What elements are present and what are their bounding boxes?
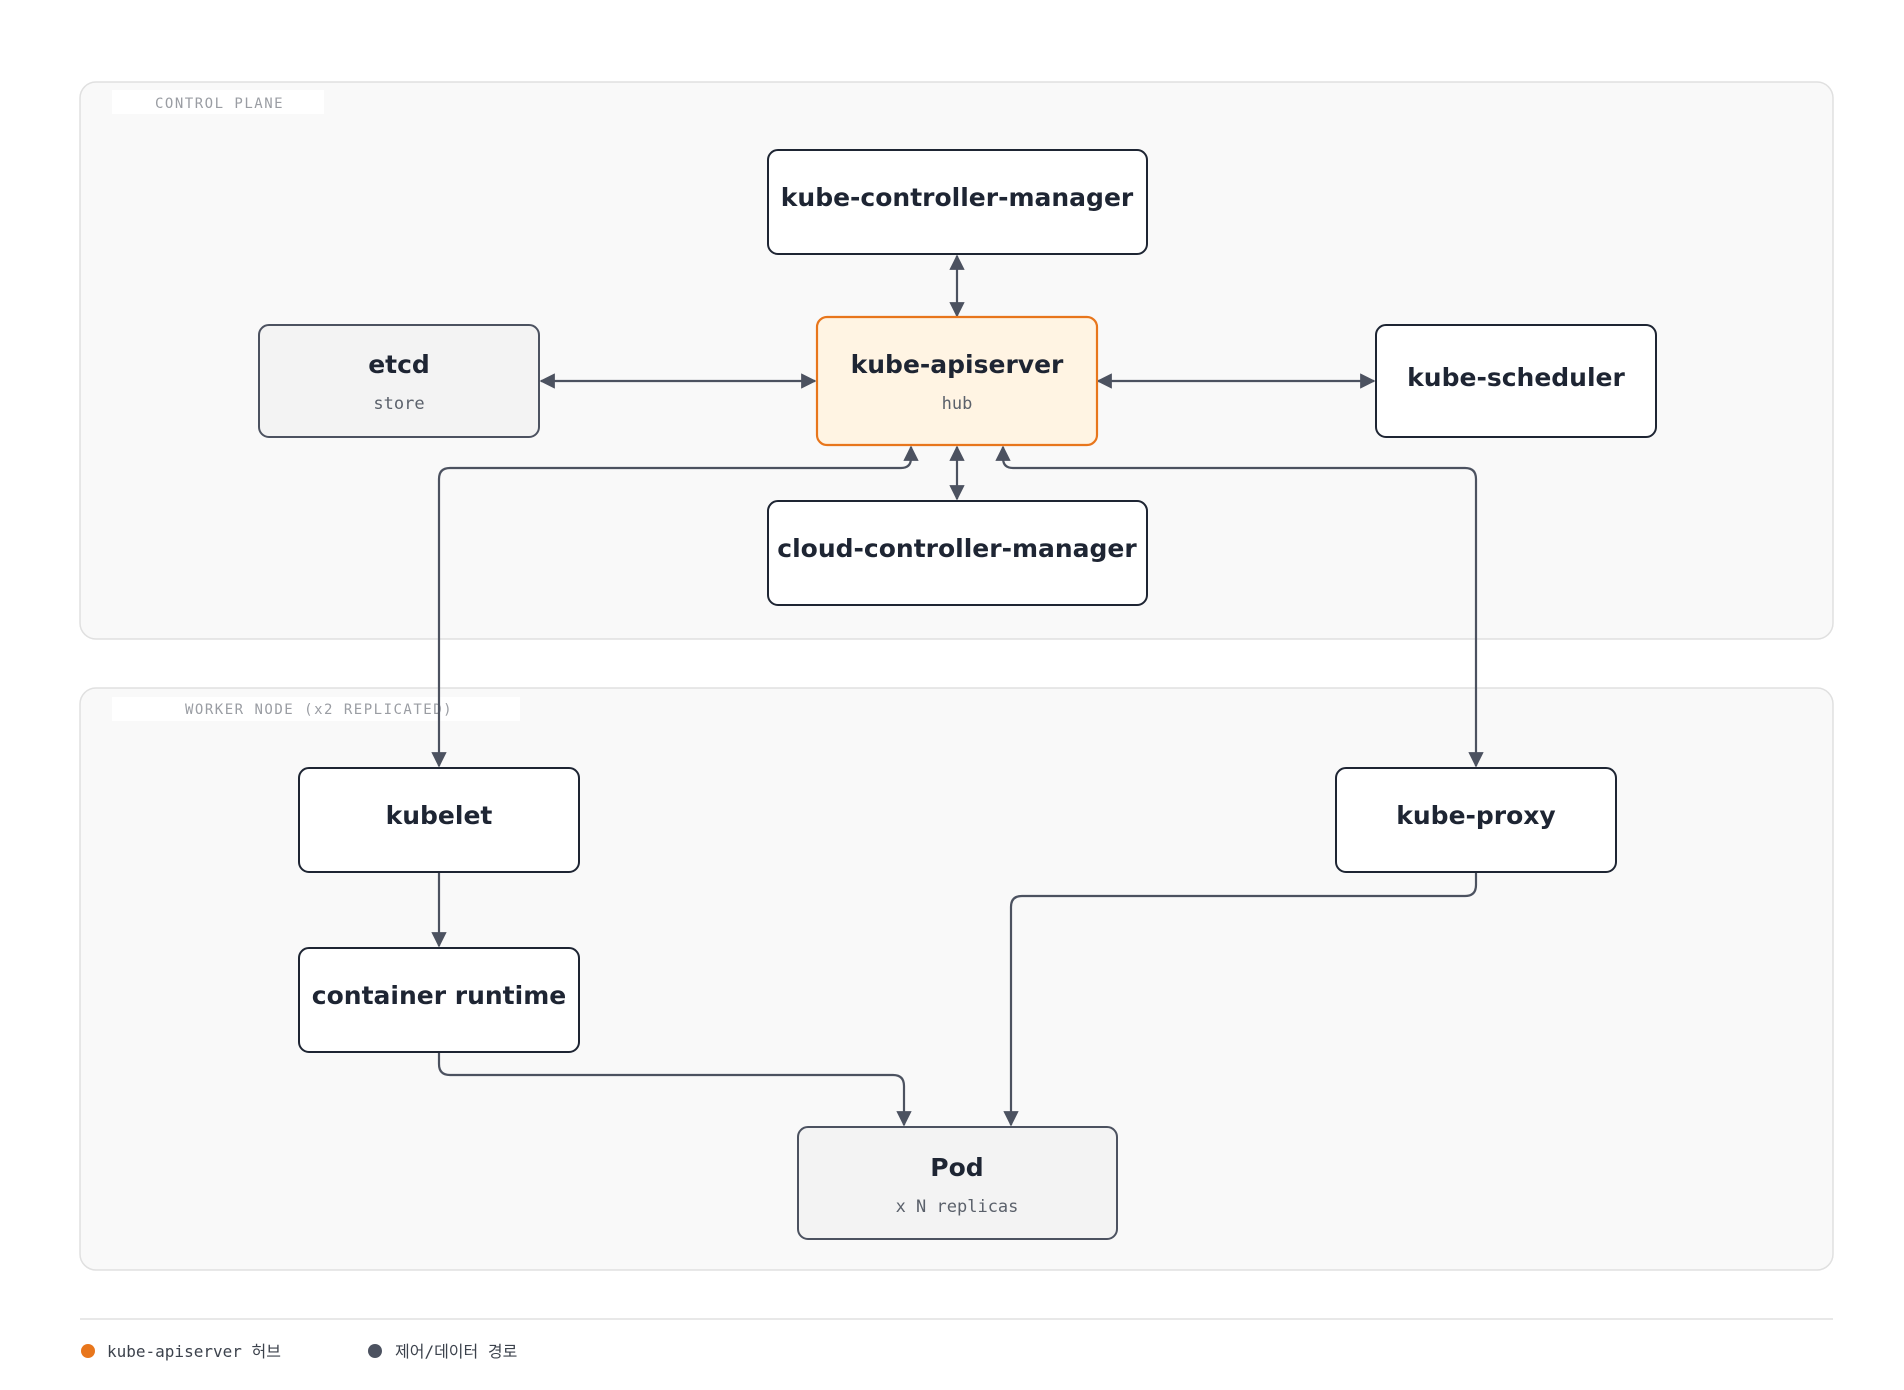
node-subtitle: store bbox=[373, 394, 424, 414]
node-subtitle: x N replicas bbox=[896, 1197, 1019, 1217]
node-kube-proxy[interactable]: kube-proxy bbox=[1335, 767, 1617, 873]
hub-legend-label: kube-apiserver 허브 bbox=[107, 1342, 281, 1361]
node-title: Pod bbox=[930, 1153, 983, 1182]
node-title: etcd bbox=[368, 350, 430, 379]
edge-apiserver-kube-proxy bbox=[995, 445, 1484, 768]
edges bbox=[431, 254, 1484, 1127]
path-legend-dot bbox=[368, 1344, 382, 1358]
node-kube-controller-manager[interactable]: kube-controller-manager bbox=[767, 149, 1148, 255]
node-title: kube-scheduler bbox=[1407, 363, 1625, 392]
node-container-runtime[interactable]: container runtime bbox=[298, 947, 580, 1053]
node-kubelet[interactable]: kubelet bbox=[298, 767, 580, 873]
node-title: kubelet bbox=[386, 801, 493, 830]
node-etcd[interactable]: etcd store bbox=[258, 324, 540, 438]
edge-kube-proxy-pod bbox=[1003, 872, 1478, 1127]
path-legend-label: 제어/데이터 경로 bbox=[395, 1342, 517, 1361]
edge-apiserver-kubelet bbox=[431, 445, 919, 768]
legend: kube-apiserver 허브 제어/데이터 경로 bbox=[80, 1318, 1833, 1361]
node-title: cloud-controller-manager bbox=[777, 534, 1137, 563]
node-pod[interactable]: Pod x N replicas bbox=[797, 1126, 1118, 1240]
edge-container-runtime-pod bbox=[437, 1052, 912, 1127]
node-title: kube-proxy bbox=[1396, 801, 1555, 830]
node-title: container runtime bbox=[312, 981, 566, 1010]
node-kube-apiserver[interactable]: kube-apiserver hub bbox=[815, 315, 1099, 447]
control-plane-label: CONTROL PLANE bbox=[155, 96, 284, 112]
node-cloud-controller-manager[interactable]: cloud-controller-manager bbox=[767, 500, 1148, 606]
node-title: kube-controller-manager bbox=[781, 183, 1134, 212]
hub-legend-dot bbox=[81, 1344, 95, 1358]
node-kube-scheduler[interactable]: kube-scheduler bbox=[1375, 324, 1657, 438]
node-title: kube-apiserver bbox=[851, 350, 1064, 379]
worker-node-label: WORKER NODE (x2 REPLICATED) bbox=[185, 702, 453, 718]
node-subtitle: hub bbox=[942, 394, 973, 414]
